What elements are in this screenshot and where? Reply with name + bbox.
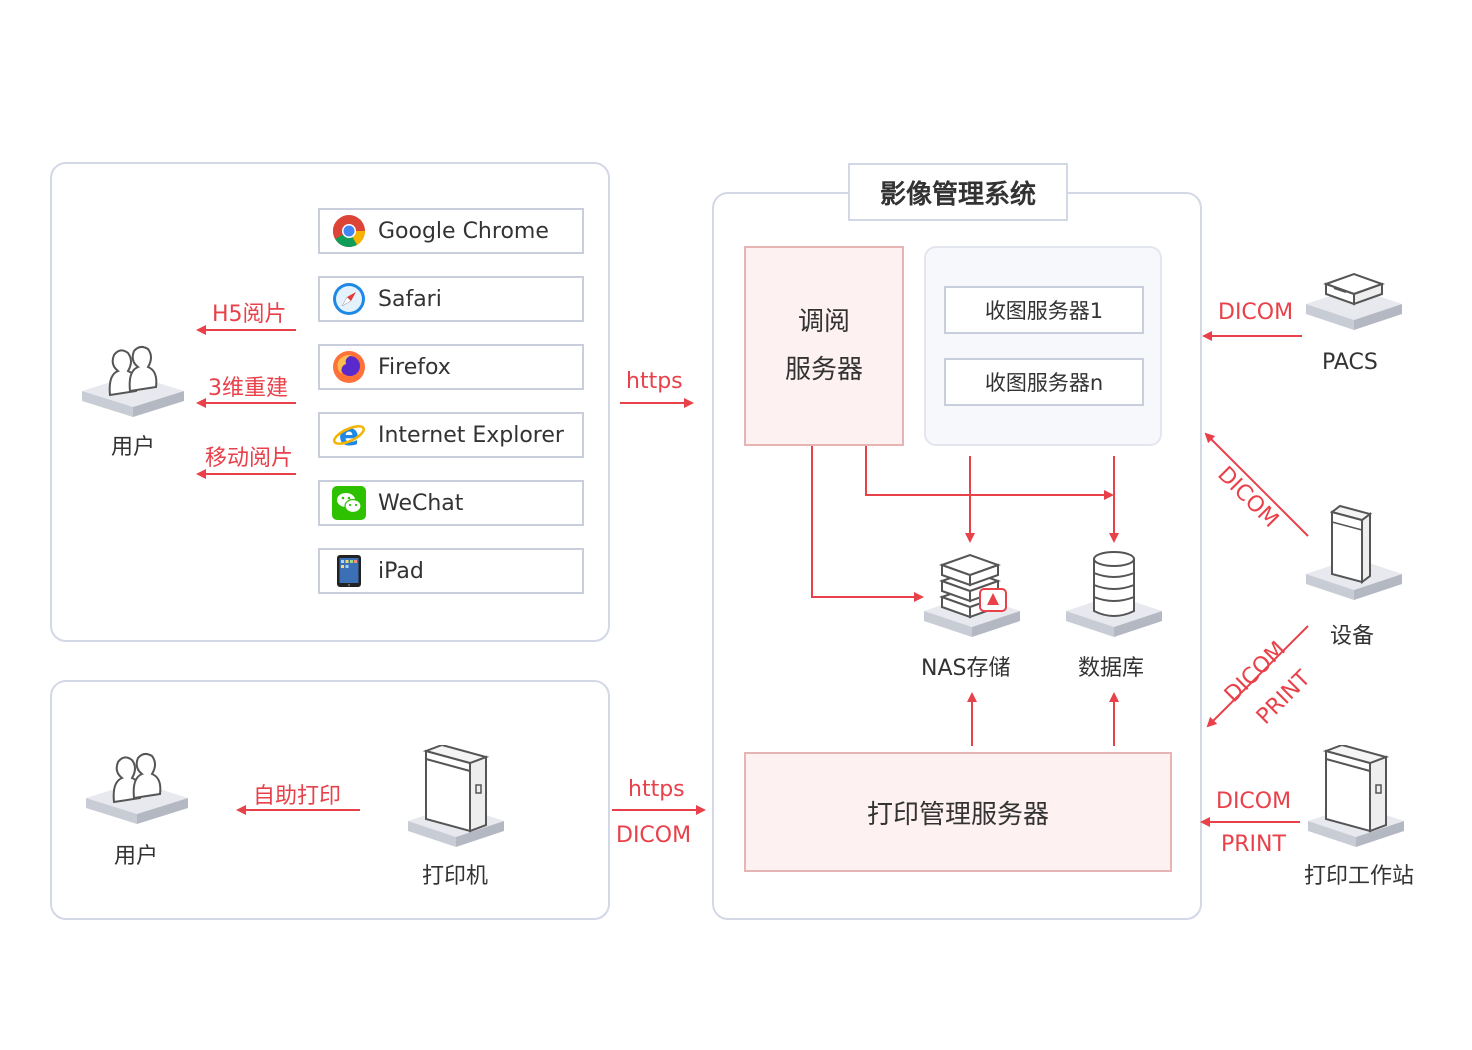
dicom-label-device: DICOM — [1212, 462, 1284, 533]
nas-storage-icon — [924, 553, 1020, 637]
browser-label: Safari — [378, 286, 442, 312]
browser-label: iPad — [378, 558, 424, 584]
print-management-server: 打印管理服务器 — [744, 752, 1172, 872]
browser-firefox: Firefox — [318, 344, 584, 390]
browser-chrome: Google Chrome — [318, 208, 584, 254]
receive-server-1: 收图服务器1 — [944, 286, 1144, 334]
browser-safari: Safari — [318, 276, 584, 322]
receive-group — [924, 246, 1162, 446]
database-label: 数据库 — [1078, 656, 1145, 681]
viewer-server-line2: 服务器 — [784, 355, 863, 385]
browser-wechat: WeChat — [318, 480, 584, 526]
chrome-icon — [332, 215, 366, 248]
receive-server-n-label: 收图服务器n — [984, 371, 1104, 395]
device-label: 设备 — [1330, 624, 1375, 649]
arrow-label-mobile: 移动阅片 — [205, 446, 294, 471]
wechat-icon — [332, 486, 366, 520]
system-title: 影像管理系统 — [848, 163, 1068, 221]
viewer-server-line1: 调阅 — [797, 307, 850, 337]
print-management-server-label: 打印管理服务器 — [866, 799, 1049, 830]
safari-icon — [333, 283, 365, 315]
browser-ipad: iPad — [318, 548, 584, 594]
arrow-label-h5: H5阅片 — [212, 302, 287, 327]
browser-label: Google Chrome — [378, 218, 549, 244]
browser-label: WeChat — [378, 490, 464, 516]
system-title-text: 影像管理系统 — [879, 179, 1036, 210]
svg-text:e: e — [339, 418, 359, 452]
print-workstation-icon — [1308, 745, 1404, 847]
database-icon — [1066, 551, 1162, 637]
receive-server-n: 收图服务器n — [944, 358, 1144, 406]
users-icon — [82, 345, 184, 417]
user-label-bottom: 用户 — [114, 844, 159, 869]
dicom-label-pacs: DICOM — [1218, 300, 1294, 325]
browser-ie: e Internet Explorer — [318, 412, 584, 458]
nas-label: NAS存储 — [921, 656, 1011, 681]
https-label-top: https — [626, 369, 683, 394]
viewer-server: 调阅 服务器 — [744, 246, 904, 446]
browser-label: Internet Explorer — [378, 422, 564, 448]
workstation-label: 打印工作站 — [1304, 864, 1415, 889]
browser-label: Firefox — [378, 354, 451, 380]
device-icon — [1306, 504, 1402, 600]
https-label-bottom: https — [628, 777, 685, 802]
user-label-top: 用户 — [111, 435, 156, 460]
receive-server-1-label: 收图服务器1 — [984, 299, 1104, 323]
arrow-label-selfprint: 自助打印 — [253, 784, 342, 809]
arrow-label-3d: 3维重建 — [208, 376, 288, 401]
users-icon — [86, 752, 188, 824]
ie-icon: e — [333, 418, 365, 452]
dicom-label-workstation: DICOM — [1216, 789, 1292, 814]
printer-label: 打印机 — [422, 864, 489, 889]
ipad-icon — [337, 555, 361, 587]
printer-icon — [408, 745, 504, 847]
firefox-icon — [333, 351, 365, 383]
pacs-server-icon — [1306, 272, 1402, 330]
print-label-workstation: PRINT — [1221, 832, 1286, 857]
dicom-label-bottom: DICOM — [616, 823, 692, 848]
pacs-label: PACS — [1322, 350, 1378, 375]
